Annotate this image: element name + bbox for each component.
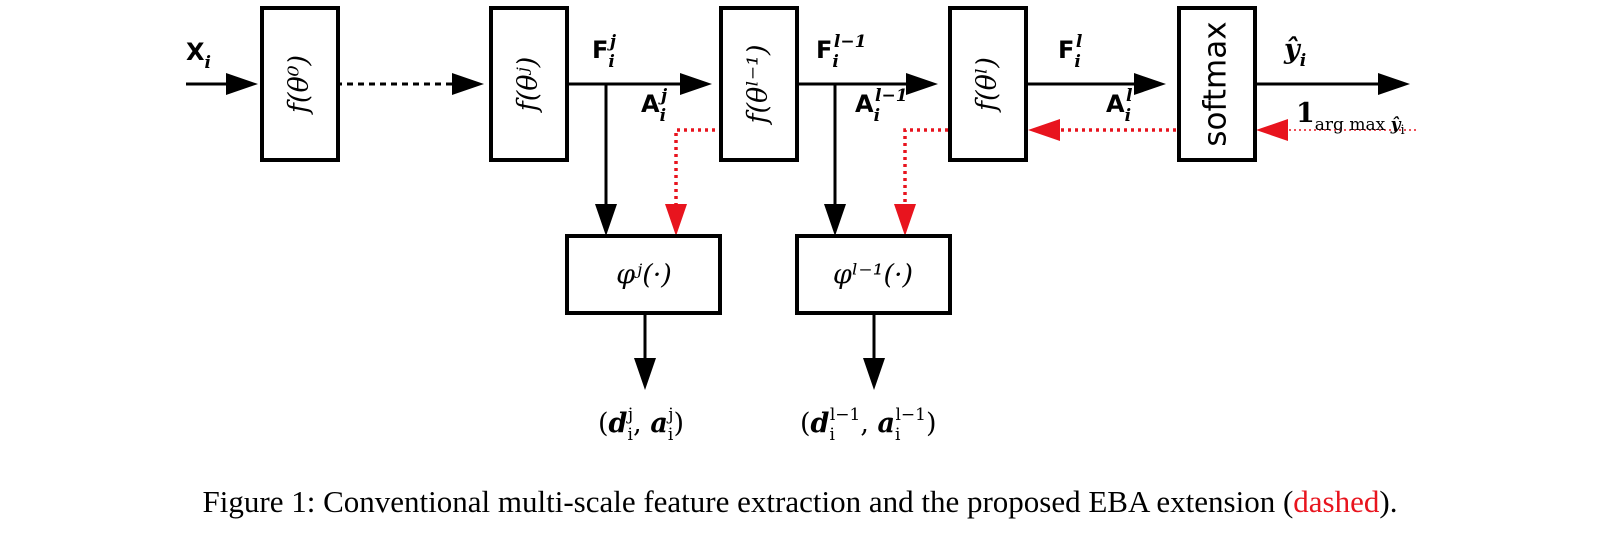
block-fj — [489, 6, 569, 162]
label-ail: Ail — [1106, 86, 1133, 126]
eba-l-to-phi-line — [903, 128, 948, 204]
block-phi-l1 — [795, 234, 952, 315]
svg-text:Ail−1: Ail−1 — [855, 86, 908, 126]
svg-text:(dij, aij): (dij, aij) — [598, 405, 684, 445]
caption-highlight: dashed — [1293, 484, 1380, 519]
label-ail1: Ail−1 — [855, 86, 908, 126]
svg-text:Aij: Aij — [641, 86, 668, 126]
block-phi-j — [565, 234, 722, 315]
svg-text:Fil−1: Fil−1 — [816, 32, 866, 72]
block-fl — [948, 6, 1028, 162]
caption-prefix: Figure 1: Conventional multi-scale featu… — [202, 484, 1294, 519]
label-phi-l1: φˡ⁻¹(·) — [833, 260, 913, 291]
figure-caption: Figure 1: Conventional multi-scale featu… — [0, 484, 1600, 520]
block-fl1 — [719, 6, 799, 162]
output-arrowhead — [1378, 73, 1410, 95]
svg-text:Fil: Fil — [1058, 32, 1083, 72]
phi-l1-out-arrowhead — [863, 358, 885, 390]
label-aij: Aij — [641, 86, 668, 126]
label-softmax: softmax — [1198, 21, 1234, 146]
eba-l1-to-phi-arrowhead — [665, 204, 687, 236]
label-yhat: ŷi — [1283, 34, 1306, 71]
feature-l1-arrowhead — [906, 73, 938, 95]
svg-text:1arg max ŷi: 1arg max ŷi — [1296, 98, 1405, 138]
block-f0 — [260, 6, 340, 162]
svg-text:Fij: Fij — [592, 32, 617, 72]
label-phi-j: φʲ(·) — [616, 260, 672, 291]
eba-l1-to-phi-line — [674, 128, 722, 204]
branch-l1-arrowhead — [824, 204, 846, 236]
label-fij: Fij — [592, 32, 617, 72]
label-indicator: 1arg max ŷi — [1296, 98, 1405, 138]
eba-indicator-arrowhead — [1256, 119, 1288, 141]
phi-j-out-arrowhead — [634, 358, 656, 390]
input-arrowhead — [226, 73, 258, 95]
caption-suffix: ). — [1379, 484, 1398, 519]
label-fl: f(θˡ) — [972, 57, 1003, 113]
label-fl1: f(θˡ⁻¹) — [743, 45, 774, 126]
eba-l-to-phi-arrowhead — [894, 204, 916, 236]
svg-text:Xi: Xi — [186, 38, 211, 73]
label-fil: Fil — [1058, 32, 1083, 72]
feature-l-arrowhead — [1134, 73, 1166, 95]
svg-text:ŷi: ŷi — [1283, 34, 1306, 71]
svg-text:(dil−1, ail−1): (dil−1, ail−1) — [800, 405, 937, 445]
block-softmax — [1177, 6, 1257, 162]
feature-j-arrowhead — [680, 73, 712, 95]
label-out-j: (dij, aij) — [598, 405, 684, 445]
label-out-l1: (dil−1, ail−1) — [800, 405, 937, 445]
skipped-arrowhead — [452, 73, 484, 95]
label-fj: f(θʲ) — [513, 57, 544, 113]
branch-j-arrowhead — [595, 204, 617, 236]
label-fil1: Fil−1 — [816, 32, 866, 72]
svg-text:Ail: Ail — [1106, 86, 1133, 126]
eba-softmax-back-arrowhead — [1028, 119, 1060, 141]
label-xi: Xi — [186, 38, 211, 73]
label-f0: f(θ⁰) — [284, 55, 315, 115]
